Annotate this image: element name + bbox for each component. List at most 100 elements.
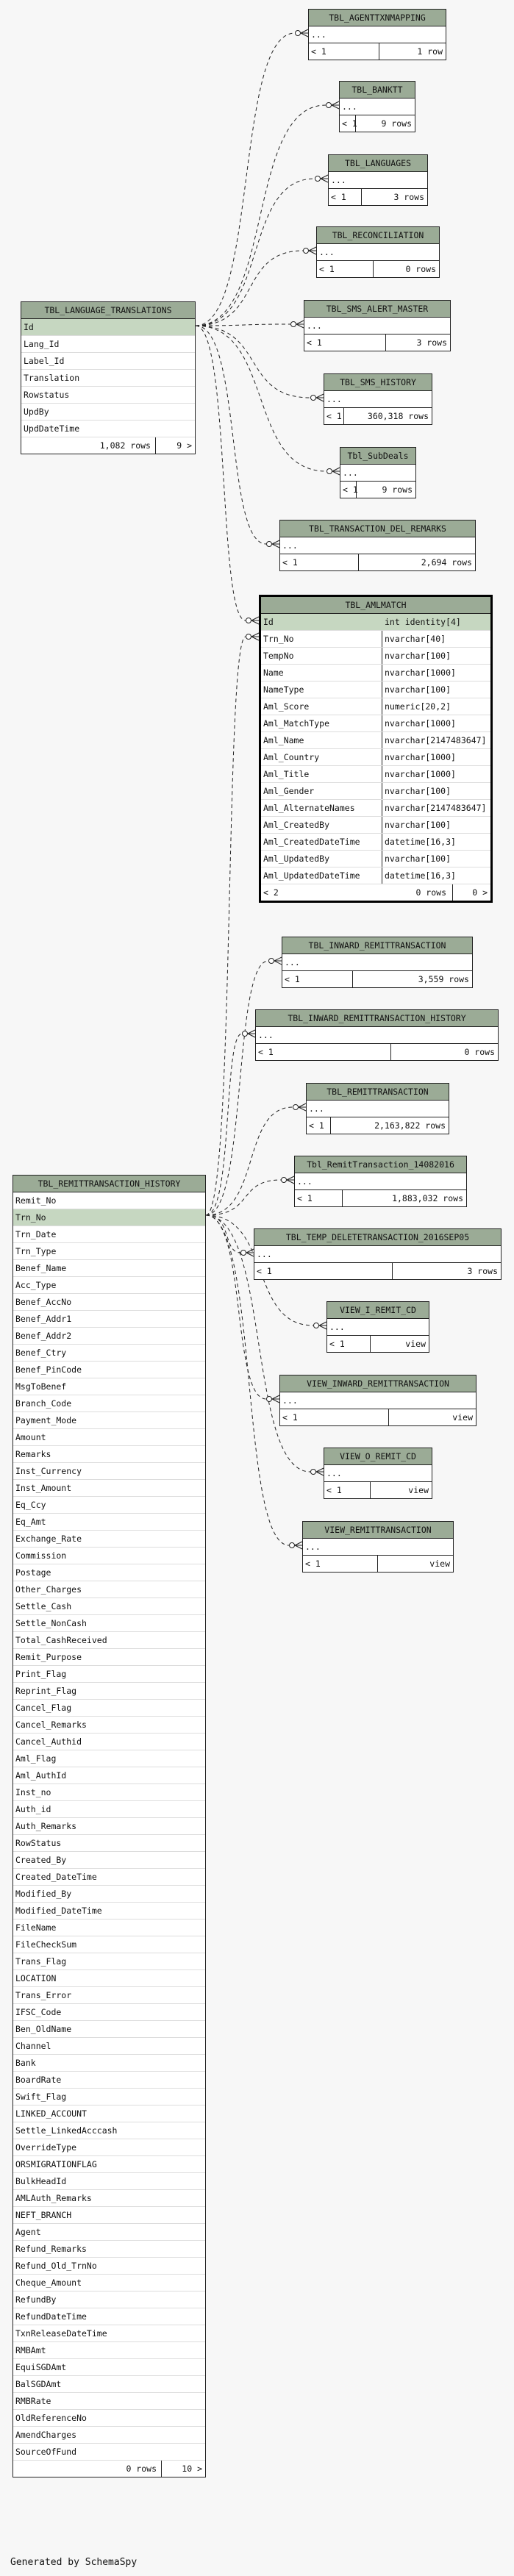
- column-row[interactable]: Trans_Flag: [13, 1953, 205, 1970]
- parents-count[interactable]: < 1: [282, 1412, 298, 1423]
- column-row[interactable]: Cancel_Authid: [13, 1734, 205, 1750]
- table-name[interactable]: TBL_TEMP_DELETETRANSACTION_2016SEP05: [254, 1229, 501, 1246]
- parents-count[interactable]: < 1: [311, 46, 326, 57]
- column-row[interactable]: Id: [21, 319, 195, 336]
- column-row[interactable]: Acc_Type: [13, 1277, 205, 1294]
- column-row[interactable]: Postage: [13, 1564, 205, 1581]
- column-row[interactable]: Branch_Code: [13, 1395, 205, 1412]
- table-name[interactable]: VIEW_I_REMIT_CD: [327, 1302, 429, 1319]
- column-row[interactable]: Print_Flag: [13, 1666, 205, 1683]
- column-row[interactable]: Cancel_Remarks: [13, 1717, 205, 1734]
- parents-count[interactable]: < 1: [309, 1120, 324, 1131]
- column-row[interactable]: BalSGDAmt: [13, 2376, 205, 2393]
- children-count[interactable]: 0 >: [472, 887, 488, 898]
- column-row[interactable]: Created_By: [13, 1852, 205, 1869]
- children-count[interactable]: 10 >: [182, 2464, 202, 2474]
- parents-count[interactable]: < 1: [331, 192, 346, 202]
- column-row[interactable]: Reprint_Flag: [13, 1683, 205, 1700]
- column-row[interactable]: BoardRate: [13, 2072, 205, 2089]
- column-row[interactable]: Commission: [13, 1548, 205, 1564]
- table-name[interactable]: TBL_REMITTRANSACTION_HISTORY: [13, 1176, 205, 1192]
- column-row[interactable]: Settle_Cash: [13, 1598, 205, 1615]
- column-row[interactable]: Created_DateTime: [13, 1869, 205, 1886]
- table-name[interactable]: TBL_SMS_HISTORY: [324, 374, 432, 391]
- column-row[interactable]: Eq_Amt: [13, 1514, 205, 1531]
- parents-count[interactable]: < 1: [342, 118, 357, 129]
- table-name[interactable]: VIEW_REMITTRANSACTION: [303, 1522, 453, 1539]
- column-row[interactable]: Trn_No: [13, 1209, 205, 1226]
- column-row[interactable]: BulkHeadId: [13, 2173, 205, 2190]
- column-row[interactable]: TxnReleaseDateTime: [13, 2325, 205, 2342]
- table-name[interactable]: Tbl_RemitTransaction_14082016: [295, 1156, 466, 1173]
- column-row[interactable]: UpdBy: [21, 404, 195, 421]
- column-row[interactable]: FileCheckSum: [13, 1936, 205, 1953]
- column-row[interactable]: Benef_AccNo: [13, 1294, 205, 1311]
- column-row[interactable]: EquiSGDAmt: [13, 2359, 205, 2376]
- children-count[interactable]: 9 >: [176, 440, 192, 451]
- column-row[interactable]: Lang_Id: [21, 336, 195, 353]
- column-row[interactable]: RMBAmt: [13, 2342, 205, 2359]
- table-name[interactable]: TBL_REMITTRANSACTION: [307, 1084, 449, 1101]
- column-row[interactable]: LINKED_ACCOUNT: [13, 2105, 205, 2122]
- column-row[interactable]: Swift_Flag: [13, 2089, 205, 2105]
- table-tempdel[interactable]: TBL_TEMP_DELETETRANSACTION_2016SEP05...<…: [254, 1228, 501, 1280]
- column-row[interactable]: Benef_Addr1: [13, 1311, 205, 1328]
- column-row[interactable]: RefundBy: [13, 2291, 205, 2308]
- column-row[interactable]: Cancel_Flag: [13, 1700, 205, 1717]
- column-row[interactable]: Benef_Name: [13, 1260, 205, 1277]
- table-name[interactable]: TBL_AGENTTXNMAPPING: [309, 10, 446, 26]
- column-row[interactable]: Benef_Ctry: [13, 1345, 205, 1362]
- column-row[interactable]: ORSMIGRATIONFLAG: [13, 2156, 205, 2173]
- column-row[interactable]: AmendCharges: [13, 2427, 205, 2444]
- column-row[interactable]: LOCATION: [13, 1970, 205, 1987]
- column-row[interactable]: Aml_AuthId: [13, 1767, 205, 1784]
- column-row[interactable]: Payment_Mode: [13, 1412, 205, 1429]
- column-row[interactable]: Label_Id: [21, 353, 195, 370]
- column-row[interactable]: Trn_Type: [13, 1243, 205, 1260]
- column-row[interactable]: Modified_By: [13, 1886, 205, 1903]
- column-row[interactable]: Other_Charges: [13, 1581, 205, 1598]
- parents-count[interactable]: < 1: [305, 1559, 321, 1569]
- column-row[interactable]: OverrideType: [13, 2139, 205, 2156]
- parents-count[interactable]: < 1: [257, 1266, 272, 1276]
- column-row[interactable]: Cheque_Amount: [13, 2275, 205, 2291]
- column-row[interactable]: Refund_Remarks: [13, 2241, 205, 2258]
- column-row[interactable]: Ben_OldName: [13, 2021, 205, 2038]
- column-row[interactable]: Modified_DateTime: [13, 1903, 205, 1920]
- parents-count[interactable]: < 1: [282, 557, 298, 568]
- table-name[interactable]: TBL_LANGUAGES: [329, 155, 427, 172]
- parents-count[interactable]: < 1: [343, 484, 358, 495]
- table-name[interactable]: VIEW_INWARD_REMITTRANSACTION: [280, 1375, 476, 1392]
- column-row[interactable]: Agent: [13, 2224, 205, 2241]
- column-row[interactable]: Auth_id: [13, 1801, 205, 1818]
- column-row[interactable]: MsgToBenef: [13, 1378, 205, 1395]
- column-row[interactable]: Eq_Ccy: [13, 1497, 205, 1514]
- parents-count[interactable]: < 1: [258, 1047, 274, 1057]
- column-row[interactable]: RefundDateTime: [13, 2308, 205, 2325]
- column-row[interactable]: Inst_no: [13, 1784, 205, 1801]
- column-row[interactable]: Aml_Flag: [13, 1750, 205, 1767]
- column-row[interactable]: Exchange_Rate: [13, 1531, 205, 1548]
- column-row[interactable]: Channel: [13, 2038, 205, 2055]
- column-row[interactable]: RowStatus: [13, 1835, 205, 1852]
